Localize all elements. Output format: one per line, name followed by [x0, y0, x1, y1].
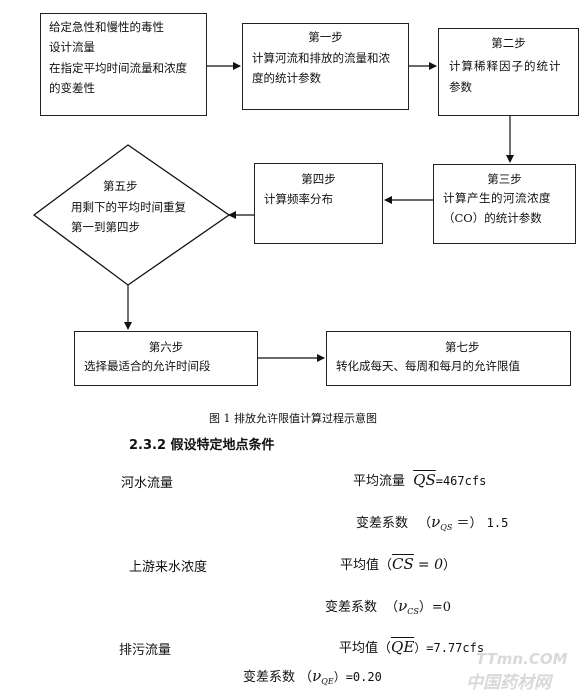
cv-dis-sub: QE: [321, 677, 334, 686]
avg-flow-value: =467cfs: [435, 474, 487, 488]
avg-conc-label: 平均值（: [340, 558, 393, 573]
avg-dis-row: 平均值（QE）=7.77cfs: [339, 637, 484, 656]
avg-dis-symbol: QE: [391, 638, 415, 656]
step3-title: 第三步: [487, 172, 522, 186]
avg-conc-row: 平均值（CS = 0）: [340, 555, 457, 573]
step7-line-1: 转化成每天、每周和每月的允许限值: [336, 359, 520, 373]
given-line-3: 在指定平均时间流量和浓度: [49, 61, 187, 75]
step3-line-2: （CO）的统计参数: [443, 211, 542, 225]
step4-box: 第四步 计算频率分布: [254, 163, 383, 244]
avg-conc-value: = 0: [417, 557, 444, 573]
nu-symbol-3: ν: [312, 667, 322, 685]
upstream-label: 上游来水浓度: [129, 560, 208, 575]
cv-conc-label: 变差系数: [325, 600, 378, 615]
cv-dis-row: 变差系数 （νQE）=0.20: [243, 667, 382, 686]
step1-line-1: 计算河流和排放的流量和浓: [252, 51, 390, 65]
step5-line-2: 第一到第四步: [71, 220, 140, 234]
step2-line-2: 参数: [449, 80, 472, 94]
cv-dis-value: ）=0.20: [333, 670, 382, 684]
cv-conc-row: 变差系数 （νCS）=0: [325, 597, 452, 616]
avg-flow-symbol: QS: [413, 471, 436, 489]
step2-box: 第二步 计算稀释因子的统计 参数: [438, 28, 579, 116]
flowchart-connectors: [32, 62, 514, 362]
step4-title: 第四步: [301, 172, 336, 186]
avg-dis-value: ）=7.77cfs: [414, 641, 485, 655]
given-line-4: 的变差性: [49, 81, 95, 95]
nu-symbol-2: ν: [398, 597, 408, 615]
step7-box: 第七步 转化成每天、每周和每月的允许限值: [326, 331, 571, 386]
step2-line-1: 计算稀释因子的统计: [449, 59, 562, 73]
watermark-line-1: TTmn.COM: [476, 650, 568, 668]
cv-flow-row: 变差系数 （νQS ＝） 1.5: [356, 513, 509, 532]
given-line-1: 给定急性和慢性的毒性: [49, 20, 164, 34]
step6-title: 第六步: [148, 340, 184, 354]
cv-flow-sub: QS: [440, 523, 453, 532]
section-heading: 2.3.2 假设特定地点条件: [129, 438, 275, 453]
given-conditions-box: 给定急性和慢性的毒性 设计流量 在指定平均时间流量和浓度 的变差性: [40, 13, 207, 116]
step2-title: 第二步: [491, 36, 526, 50]
figure-caption: 图 1 排放允许限值计算过程示意图: [209, 412, 377, 425]
cv-flow-tail: ＝）: [456, 516, 483, 531]
discharge-label: 排污流量: [119, 643, 172, 658]
step1-box: 第一步 计算河流和排放的流量和浓 度的统计参数: [242, 23, 409, 110]
avg-conc-symbol: CS: [392, 555, 414, 573]
step1-line-2: 度的统计参数: [252, 71, 321, 85]
step6-line-1: 选择最适合的允许时间段: [84, 359, 211, 373]
cv-conc-value: ）=0: [418, 600, 452, 615]
cv-flow-label: 变差系数: [356, 516, 409, 531]
step4-line-1: 计算频率分布: [264, 192, 333, 206]
watermark-line-2: 中国药材网: [466, 673, 551, 693]
avg-flow-label: 平均流量: [353, 474, 406, 489]
step3-box: 第三步 计算产生的河流浓度 （CO）的统计参数: [433, 164, 576, 244]
step7-title: 第七步: [445, 340, 480, 354]
step3-line-1: 计算产生的河流浓度: [443, 191, 551, 205]
cv-dis-label: 变差系数: [243, 670, 296, 685]
cv-flow-value: 1.5: [486, 516, 509, 530]
step5-title: 第五步: [103, 179, 138, 193]
river-flow-label: 河水流量: [121, 476, 174, 491]
step1-title: 第一步: [308, 30, 343, 44]
avg-dis-label: 平均值（: [339, 641, 392, 656]
cv-conc-sub: CS: [407, 607, 419, 616]
avg-flow-row: 平均流量 QS=467cfs: [353, 470, 486, 489]
given-line-2: 设计流量: [49, 40, 95, 54]
step6-box: 第六步 选择最适合的允许时间段: [74, 331, 258, 386]
step5-line-1: 用剩下的平均时间重复: [71, 200, 186, 214]
nu-symbol: ν: [431, 513, 441, 531]
